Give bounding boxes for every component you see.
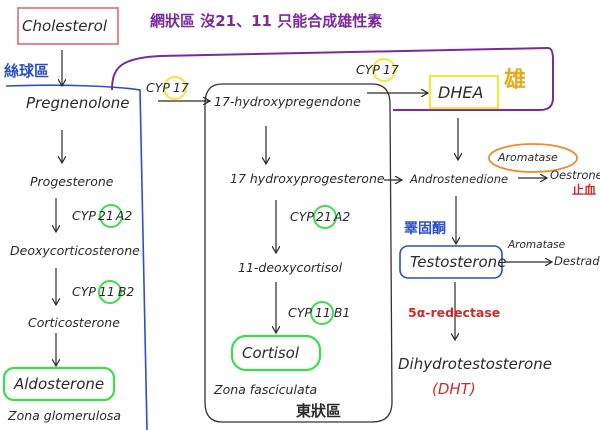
- zone-glomerulosa-label: Zona glomerulosa: [8, 408, 122, 423]
- node-deoxycorticosterone: Deoxycorticosterone: [10, 243, 140, 258]
- node-aldosterone: Aldosterone: [14, 375, 105, 393]
- node-cortisol: Cortisol: [242, 344, 300, 362]
- dhea-box: [428, 74, 500, 110]
- zone-glomerulosa-cn: 絲球區: [4, 62, 50, 80]
- enzyme-aromatase-top: Aromatase: [498, 151, 558, 164]
- zone-reticularis-note: 網狀區 沒21、11 只能合成雄性素: [150, 12, 383, 30]
- zona-fasciculata-outline: [204, 83, 393, 423]
- node-dht: (DHT): [432, 380, 476, 398]
- node-pregnenolone: Pregnenolone: [26, 94, 130, 112]
- node-progesterone: Progesterone: [30, 174, 114, 189]
- node-oestradiol: Destradi: [554, 254, 600, 268]
- cholesterol-box: [17, 7, 119, 45]
- enzyme-5a-reductase: 5α-redectase: [408, 305, 501, 320]
- aromatase-ellipse: [488, 143, 578, 173]
- zone-fasciculata-label: Zona fasciculata: [214, 382, 318, 397]
- node-testosterone: Testosterone: [410, 253, 507, 271]
- cyp17-dhea-highlight: [371, 57, 397, 83]
- node-17-hydroxypregnenolone: 17-hydroxypregendone: [214, 94, 361, 109]
- label-testis: 睪固酮: [404, 221, 446, 237]
- node-11-deoxycortisol: 11-deoxycortisol: [238, 260, 343, 275]
- node-oestrone: Oestrone: [550, 168, 600, 182]
- node-17-hydroxyprogesterone: 17 hydroxyprogesterone: [230, 171, 385, 186]
- cyp21-left-highlight: [99, 204, 123, 228]
- cyp17-top-highlight: [162, 75, 188, 101]
- label-male: 雄: [504, 68, 527, 93]
- label-stop: 止血: [572, 183, 597, 197]
- node-dihydrotestosterone: Dihydrotestosterone: [398, 355, 552, 373]
- zone-fasciculata-cn: 東狀區: [296, 402, 342, 420]
- aldosterone-box: [2, 366, 116, 402]
- enzyme-aromatase-bottom: Aromatase: [508, 239, 566, 251]
- cyp11-left-highlight: [98, 280, 122, 304]
- node-dhea: DHEA: [438, 83, 484, 102]
- zona-reticularis-outline: [111, 46, 554, 111]
- node-corticosterone: Corticosterone: [28, 315, 120, 330]
- zona-glomerulosa-outline: [5, 84, 148, 430]
- cyp11-mid-highlight: [310, 301, 334, 325]
- cyp21-mid-highlight: [313, 205, 337, 229]
- node-cholesterol: Cholesterol: [22, 17, 107, 35]
- cortisol-box: [230, 334, 322, 372]
- node-androstenedione: Androstenedione: [410, 172, 509, 186]
- testosterone-box: [399, 245, 503, 279]
